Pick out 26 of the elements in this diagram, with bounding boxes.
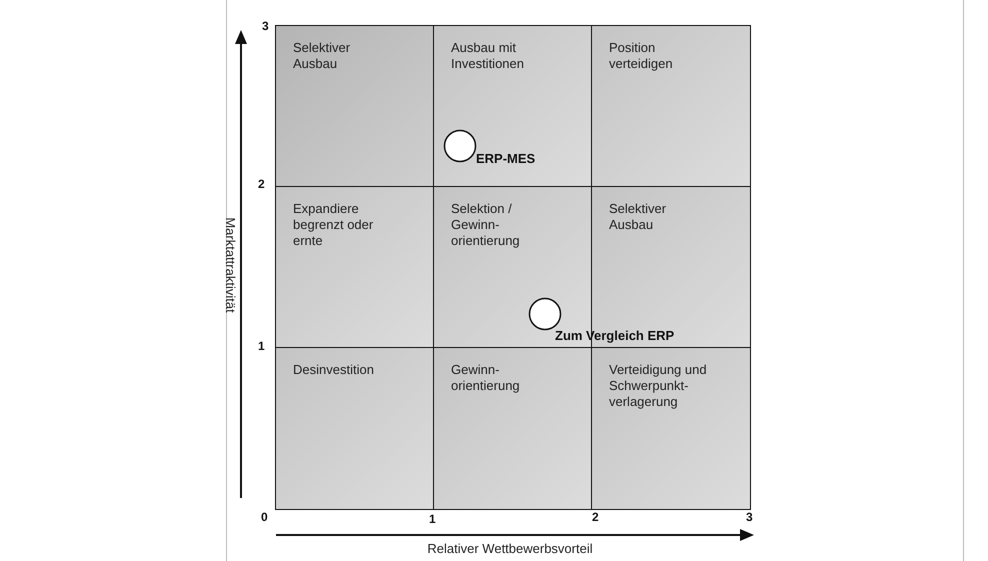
point-label: ERP-MES bbox=[476, 151, 536, 166]
matrix-cell bbox=[275, 186, 434, 348]
axis-tick: 1 bbox=[258, 339, 265, 353]
axis-title: Relativer Wettbewerbsvorteil bbox=[427, 541, 593, 556]
axis-title: Marktattraktivität bbox=[223, 217, 238, 313]
cell-label: Expandiere begrenzt oder ernte bbox=[293, 201, 374, 249]
axis-tick: 3 bbox=[262, 19, 269, 33]
matrix-cell bbox=[591, 347, 750, 510]
cell-label: Gewinn-orientierung bbox=[451, 362, 521, 394]
matrix-cell bbox=[275, 347, 434, 510]
axis-tick: 2 bbox=[258, 177, 265, 191]
matrix-cell bbox=[591, 25, 750, 188]
cell-label: Selektion / Gewinn-orientierung bbox=[451, 201, 521, 249]
matrix-cell bbox=[433, 25, 592, 188]
matrix-cell bbox=[433, 347, 592, 510]
cell-label: Verteidigung und Schwerpunkt-verlagerung bbox=[609, 362, 708, 410]
matrix-cell bbox=[275, 25, 434, 188]
axis-tick: 1 bbox=[429, 512, 436, 526]
cell-label: Selektiver Ausbau bbox=[609, 201, 668, 233]
axis-tick: 3 bbox=[746, 510, 753, 524]
axis-tick: 0 bbox=[261, 510, 268, 524]
cell-label: Selektiver Ausbau bbox=[293, 40, 352, 72]
axis-tick: 2 bbox=[592, 510, 599, 524]
cell-label: Position verteidigen bbox=[609, 40, 674, 72]
cell-label: Ausbau mit Investitionen bbox=[451, 40, 525, 72]
cell-label: Desinvestition bbox=[293, 362, 375, 378]
